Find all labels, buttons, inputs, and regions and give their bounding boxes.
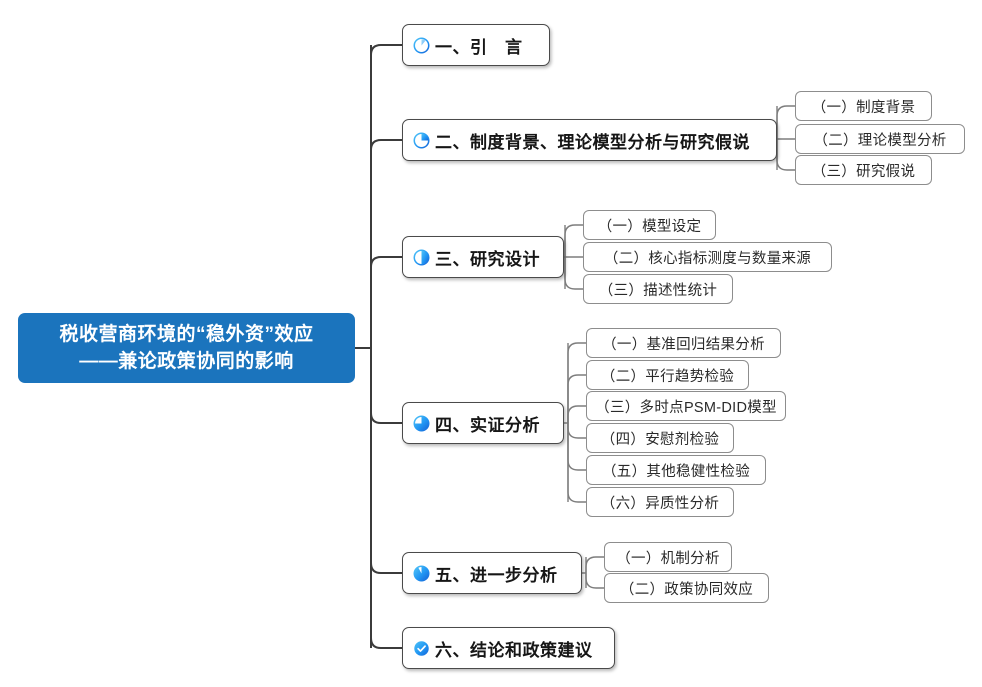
sub-node-label: （六）异质性分析 — [600, 495, 720, 512]
progress-circle-half-icon — [413, 249, 430, 265]
edge — [370, 256, 402, 348]
branch-label: 二、制度背景、理论模型分析与研究假说 — [435, 132, 750, 152]
sub-node-4-6[interactable]: （六）异质性分析 — [586, 487, 734, 517]
sub-node-4-2[interactable]: （二）平行趋势检验 — [586, 360, 749, 390]
sub-node-label: （二）平行趋势检验 — [600, 368, 735, 385]
sub-node-3-2[interactable]: （二）核心指标测度与数量来源 — [583, 242, 832, 272]
edge — [370, 348, 402, 574]
edge — [370, 348, 402, 424]
sub-node-2-1[interactable]: （一）制度背景 — [795, 91, 932, 121]
progress-circle-quarter-icon — [413, 132, 430, 148]
sub-node-label: （一）制度背景 — [811, 99, 916, 116]
edge — [776, 140, 795, 171]
branch-label: 三、研究设计 — [435, 249, 540, 269]
progress-circle-near-full-icon — [413, 565, 430, 581]
edge — [567, 423, 586, 471]
edge — [585, 573, 604, 589]
sub-node-label: （一）基准回归结果分析 — [602, 336, 765, 353]
sub-node-label: （五）其他稳健性检验 — [602, 463, 750, 480]
branch-node-6[interactable]: 六、结论和政策建议 — [402, 627, 615, 669]
progress-circle-empty-icon — [413, 37, 430, 53]
sub-node-label: （二）政策协同效应 — [619, 581, 754, 598]
branch-node-5[interactable]: 五、进一步分析 — [402, 552, 582, 594]
sub-node-label: （四）安慰剂检验 — [600, 431, 720, 448]
sub-node-label: （一）机制分析 — [616, 550, 720, 567]
branch-label: 六、结论和政策建议 — [435, 640, 593, 660]
root-title-line1: 税收营商环境的“稳外资”效应 — [59, 324, 314, 345]
sub-node-label: （二）理论模型分析 — [813, 132, 947, 149]
root-title-line2: ——兼论政策协同的影响 — [79, 351, 294, 372]
sub-node-5-1[interactable]: （一）机制分析 — [604, 542, 732, 572]
branch-label: 一、引 言 — [435, 37, 523, 57]
sub-node-label: （三）描述性统计 — [598, 282, 718, 299]
edge — [567, 374, 586, 423]
edge — [567, 423, 586, 503]
root-node[interactable]: 税收营商环境的“稳外资”效应 ——兼论政策协同的影响 — [18, 313, 355, 383]
branch-node-4[interactable]: 四、实证分析 — [402, 402, 564, 444]
sub-node-4-3[interactable]: （三）多时点PSM-DID模型 — [586, 391, 786, 421]
edge — [567, 342, 586, 423]
check-circle-icon — [414, 640, 429, 656]
edge — [567, 405, 586, 423]
sub-node-4-5[interactable]: （五）其他稳健性检验 — [586, 455, 766, 485]
edge — [564, 257, 583, 290]
edge — [567, 423, 586, 439]
edge — [370, 348, 402, 649]
branch-label: 五、进一步分析 — [435, 565, 558, 585]
branch-node-2[interactable]: 二、制度背景、理论模型分析与研究假说 — [402, 119, 777, 161]
sub-node-4-4[interactable]: （四）安慰剂检验 — [586, 423, 734, 453]
progress-circle-three-quarter-icon — [413, 415, 430, 431]
sub-node-label: （三）多时点PSM-DID模型 — [595, 399, 777, 416]
sub-node-3-1[interactable]: （一）模型设定 — [583, 210, 716, 240]
branch-label: 四、实证分析 — [435, 415, 540, 435]
sub-node-2-3[interactable]: （三）研究假说 — [795, 155, 932, 185]
edge — [370, 44, 402, 348]
sub-node-label: （一）模型设定 — [597, 218, 702, 235]
branch-node-1[interactable]: 一、引 言 — [402, 24, 550, 66]
edge — [776, 105, 795, 140]
sub-node-3-3[interactable]: （三）描述性统计 — [583, 274, 733, 304]
branch-node-3[interactable]: 三、研究设计 — [402, 236, 564, 278]
sub-node-label: （二）核心指标测度与数量来源 — [603, 250, 812, 267]
edge — [585, 556, 604, 573]
edge — [564, 224, 583, 257]
sub-node-5-2[interactable]: （二）政策协同效应 — [604, 573, 769, 603]
sub-node-4-1[interactable]: （一）基准回归结果分析 — [586, 328, 781, 358]
sub-node-label: （三）研究假说 — [811, 163, 916, 180]
edge — [370, 139, 402, 348]
sub-node-2-2[interactable]: （二）理论模型分析 — [795, 124, 965, 154]
